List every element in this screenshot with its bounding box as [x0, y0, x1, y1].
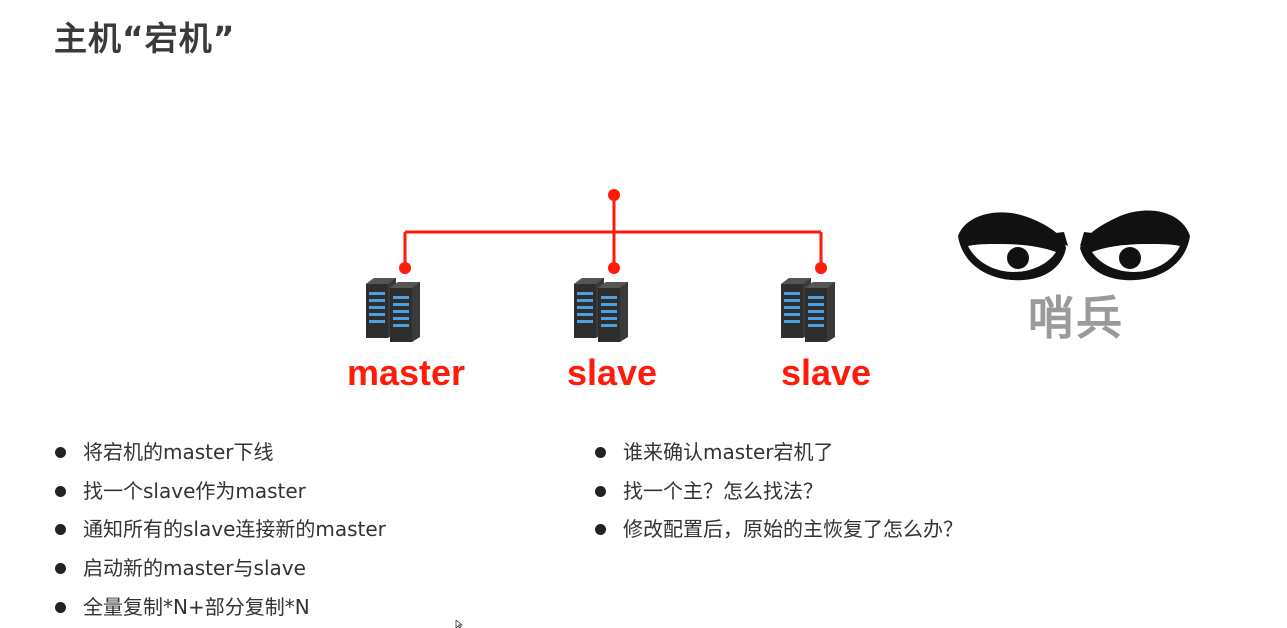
- node-label-slave-2: slave: [780, 352, 872, 393]
- bullet-icon: [595, 485, 606, 497]
- bullet-icon: [55, 485, 66, 497]
- list-item: 全量复制*N+部分复制*N: [55, 588, 386, 627]
- list-item: 找一个slave作为master: [55, 472, 386, 511]
- node-label-master: master: [346, 352, 466, 393]
- bullet-icon: [55, 563, 66, 575]
- page-title: 主机“宕机”: [54, 19, 236, 58]
- list-item: 找一个主？怎么找法？: [595, 472, 963, 511]
- connection-lines: [403, 195, 823, 268]
- sentinel-label: 哨兵: [1028, 291, 1124, 345]
- mouse-cursor-icon: [455, 620, 464, 628]
- bullet-icon: [55, 601, 66, 613]
- connection-dots: [399, 189, 827, 274]
- server-icon-master: [366, 278, 420, 342]
- list-item: 谁来确认master宕机了: [595, 433, 963, 472]
- bullet-icon: [55, 447, 66, 458]
- list-item: 通知所有的slave连接新的master: [55, 510, 386, 549]
- bullet-icon: [595, 524, 606, 536]
- server-icon-slave-1: [574, 278, 628, 342]
- questions-list: 谁来确认master宕机了 找一个主？怎么找法？ 修改配置后，原始的主恢复了怎么…: [595, 433, 963, 549]
- sentinel-eyes-icon: [958, 210, 1190, 281]
- server-icon-slave-2: [781, 278, 835, 342]
- bullet-icon: [55, 524, 66, 536]
- node-label-slave-1: slave: [566, 352, 658, 393]
- list-item: 修改配置后，原始的主恢复了怎么办？: [595, 510, 963, 549]
- list-item: 将宕机的master下线: [55, 433, 386, 472]
- bullet-icon: [595, 447, 606, 458]
- list-item: 启动新的master与slave: [55, 549, 386, 588]
- steps-list: 将宕机的master下线 找一个slave作为master 通知所有的slave…: [55, 433, 386, 626]
